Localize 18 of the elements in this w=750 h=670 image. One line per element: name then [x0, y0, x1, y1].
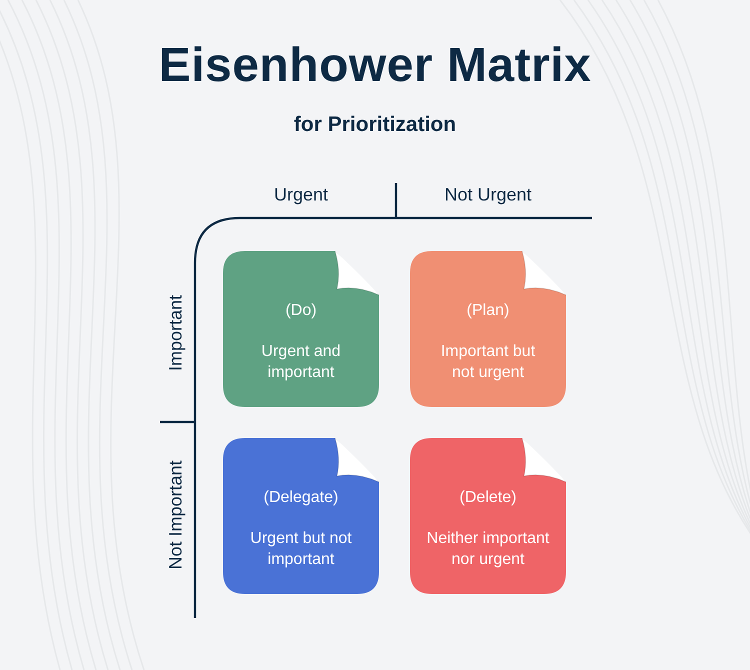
quadrant-card — [223, 438, 379, 594]
title: Eisenhower Matrix — [158, 38, 592, 93]
column-label: Urgent — [274, 184, 328, 206]
quadrant-heading: (Delete) — [458, 488, 518, 508]
quadrant-heading: (Do) — [284, 301, 318, 321]
quadrant-description: Urgent and important — [260, 342, 342, 383]
row-label: Not Important — [166, 460, 186, 570]
quadrant-description: Neither important nor urgent — [426, 529, 550, 570]
subtitle: for Prioritization — [294, 113, 456, 137]
quadrant-card — [410, 438, 566, 594]
column-label: Not Urgent — [444, 184, 532, 206]
quadrant-card — [223, 251, 379, 407]
quadrant-heading: (Plan) — [466, 301, 510, 321]
quadrant-heading: (Delegate) — [262, 488, 340, 508]
quadrant-description: Urgent but not important — [249, 529, 353, 570]
quadrant-card — [410, 251, 566, 407]
row-label: Important — [166, 294, 186, 372]
quadrant-description: Important but not urgent — [440, 342, 536, 383]
